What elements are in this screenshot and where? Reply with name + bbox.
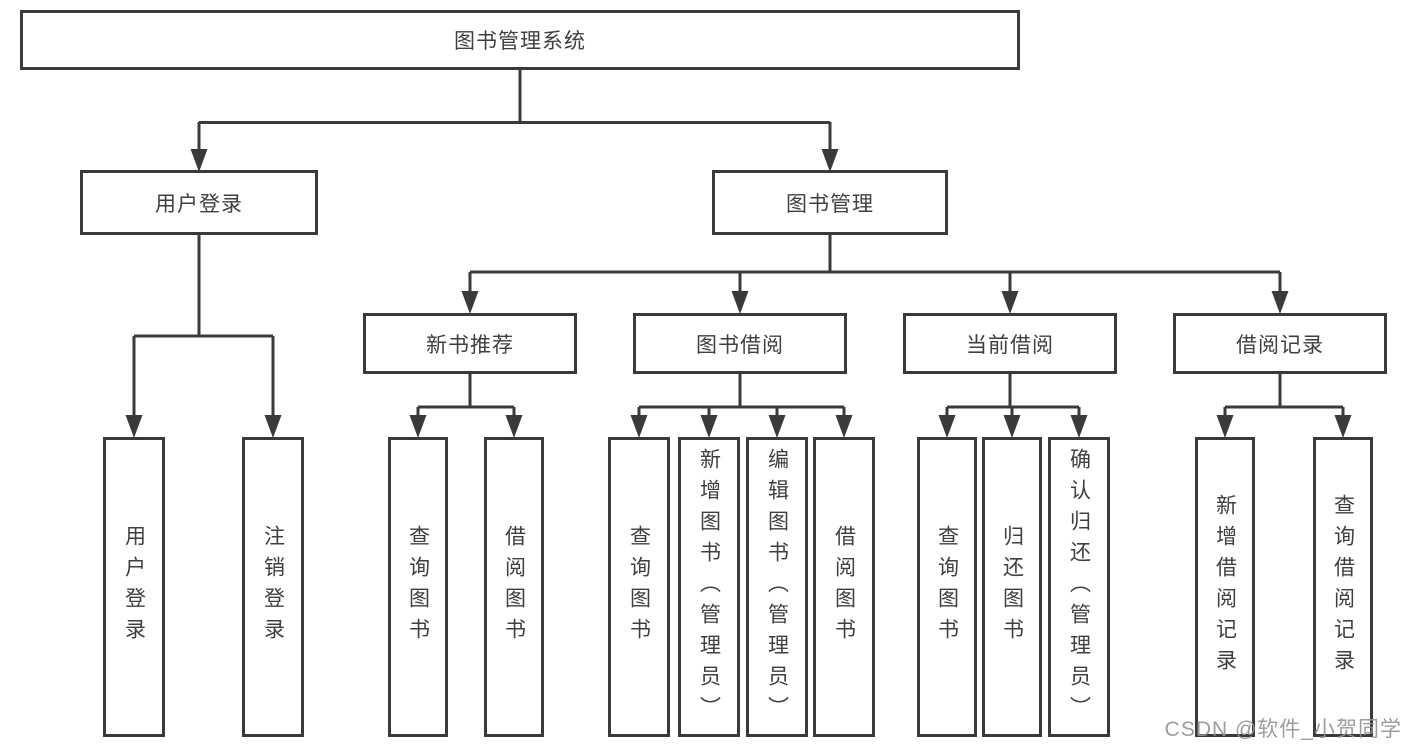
node-label: 借阅图书 <box>832 525 856 649</box>
leaf-return-books: 归还图书 <box>982 437 1042 737</box>
leaf-add-borrow-record: 新增借阅记录 <box>1195 437 1255 737</box>
node-label: 当前借阅 <box>966 333 1054 357</box>
node-label: 注销登录 <box>261 525 285 649</box>
node-label: 查询图书 <box>935 525 959 649</box>
leaf-borrow-books-recommend: 借阅图书 <box>484 437 544 737</box>
node-book-borrowing: 图书借阅 <box>633 313 847 374</box>
node-label: 查询图书 <box>627 525 651 649</box>
leaf-user-login: 用户登录 <box>103 437 165 737</box>
leaf-edit-book-admin: 编辑图书（管理员） <box>746 437 808 737</box>
leaf-query-books-borrowing: 查询图书 <box>608 437 670 737</box>
node-user-login: 用户登录 <box>80 170 318 235</box>
node-current-borrowing: 当前借阅 <box>903 313 1117 374</box>
leaf-borrow-books-borrowing: 借阅图书 <box>813 437 875 737</box>
leaf-logout: 注销登录 <box>242 437 304 737</box>
node-label: 用户登录 <box>122 525 146 649</box>
node-label: 图书借阅 <box>696 333 784 357</box>
node-label: 查询借阅记录 <box>1331 494 1355 680</box>
node-label: 查询图书 <box>406 525 430 649</box>
node-label: 图书管理 <box>786 192 874 216</box>
watermark: CSDN @软件_小贺同学 <box>1164 718 1402 741</box>
leaf-query-books-recommend: 查询图书 <box>388 437 448 737</box>
node-book-management: 图书管理 <box>712 170 948 235</box>
node-label: 图书管理系统 <box>454 30 586 53</box>
leaf-add-book-admin: 新增图书（管理员） <box>678 437 740 737</box>
leaf-confirm-return-admin: 确认归还（管理员） <box>1048 437 1110 737</box>
leaf-query-borrow-record: 查询借阅记录 <box>1313 437 1373 737</box>
node-label: 借阅记录 <box>1236 333 1324 357</box>
node-label: 新增图书（管理员） <box>697 447 721 727</box>
node-library-management-system: 图书管理系统 <box>20 10 1020 70</box>
node-borrowing-records: 借阅记录 <box>1173 313 1387 374</box>
leaf-query-books-current: 查询图书 <box>917 437 977 737</box>
node-label: 新增借阅记录 <box>1213 494 1237 680</box>
node-label: 归还图书 <box>1000 525 1024 649</box>
node-label: 借阅图书 <box>502 525 526 649</box>
node-new-book-recommendation: 新书推荐 <box>363 313 577 374</box>
node-label: 编辑图书（管理员） <box>765 447 789 727</box>
node-label: 用户登录 <box>155 192 243 216</box>
node-label: 新书推荐 <box>426 333 514 357</box>
node-label: 确认归还（管理员） <box>1067 447 1091 727</box>
